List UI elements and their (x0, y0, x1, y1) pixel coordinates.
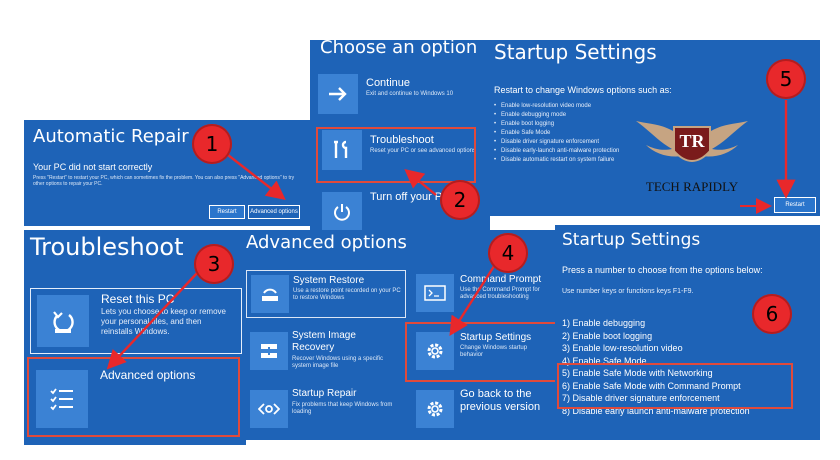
startup-options-list: Enable low-resolution video mode Enable … (494, 102, 619, 165)
step-marker-6: 6 (752, 294, 792, 334)
startup-option: 7) Disable driver signature enforcement (562, 393, 720, 403)
automatic-repair-message: Your PC did not start correctly (33, 162, 153, 172)
startup-option: 6) Enable Safe Mode with Command Prompt (562, 380, 741, 391)
power-icon (322, 192, 362, 230)
startup-restart-button[interactable]: Restart (774, 197, 816, 213)
startup-settings-hint: Use number keys or functions keys F1-F9. (562, 288, 694, 295)
list-item: Enable low-resolution video mode (494, 102, 619, 111)
troubleshoot-title: Troubleshoot (30, 233, 184, 261)
startup-settings-highlight (405, 322, 558, 382)
tile-name: Reset this PC (101, 292, 175, 306)
list-item: Enable Safe Mode (494, 129, 619, 138)
list-item: Enable boot logging (494, 120, 619, 129)
step-marker-4: 4 (488, 233, 528, 273)
troubleshoot-tile[interactable]: Troubleshoot Reset your PC or see advanc… (318, 130, 488, 170)
restore-icon (251, 275, 289, 313)
tile-desc: Use a restore point recorded on your PC … (293, 288, 401, 301)
tools-icon (322, 130, 362, 170)
repair-icon (250, 390, 288, 428)
list-item: Disable automatic restart on system fail… (494, 156, 619, 165)
wings-icon (636, 121, 748, 162)
tile-name: Startup Settings (460, 332, 532, 343)
startup-option-list: 1) Enable debugging 2) Enable boot loggi… (562, 317, 750, 417)
choose-option-screen: Choose an option Continue Exit and conti… (310, 40, 490, 230)
tile-name: System Image Recovery (292, 330, 356, 353)
command-prompt-icon (416, 274, 454, 312)
step-marker-3: 3 (194, 244, 234, 284)
advanced-options-title: Advanced options (246, 232, 407, 253)
tile-desc: Recover Windows using a specific system … (292, 356, 384, 369)
checklist-icon (36, 370, 88, 428)
startup-repair-tile[interactable]: Startup Repair Fix problems that keep Wi… (246, 386, 404, 436)
safe-mode-highlight (557, 363, 793, 409)
image-recovery-icon (250, 332, 288, 370)
go-back-tile[interactable]: Go back to the previous version (412, 386, 552, 436)
startup-option: 8) Disable early launch anti-malware pro… (562, 405, 750, 416)
step-marker-5: 5 (766, 59, 806, 99)
advanced-options-button[interactable]: Advanced options (248, 205, 300, 219)
logo-initials: TR (679, 131, 705, 151)
system-image-recovery-tile[interactable]: System Image Recovery Recover Windows us… (246, 328, 404, 378)
startup-settings-restart-screen: Startup Settings Restart to change Windo… (490, 40, 820, 216)
startup-settings-title: Startup Settings (494, 40, 657, 64)
step-marker-1: 1 (192, 124, 232, 164)
tile-name: Advanced options (100, 368, 196, 382)
reset-pc-tile[interactable]: Reset this PC Lets you choose to keep or… (30, 288, 242, 354)
list-item: Disable early-launch anti-malware protec… (494, 147, 619, 156)
gear-icon (416, 390, 454, 428)
tile-desc: Exit and continue to Windows 10 (366, 91, 454, 97)
tile-name: Command Prompt (460, 274, 542, 285)
tile-desc: Change Windows startup behavior (460, 345, 528, 358)
startup-settings-tile[interactable]: Startup Settings Change Windows startup … (412, 328, 552, 376)
automatic-repair-screen: Automatic Repair Your PC did not start c… (24, 120, 312, 226)
startup-settings-prompt: Press a number to choose from the option… (562, 265, 763, 275)
advanced-options-tile[interactable]: Advanced options (30, 364, 240, 434)
tile-name: Go back to the previous version (460, 388, 541, 413)
step-marker-2: 2 (440, 180, 480, 220)
list-item: Disable driver signature enforcement (494, 138, 619, 147)
startup-option: 1) Enable debugging (562, 318, 646, 328)
startup-option: 3) Enable low-resolution video (562, 343, 683, 353)
restart-button[interactable]: Restart (209, 205, 245, 219)
automatic-repair-title: Automatic Repair (33, 126, 189, 147)
tile-name: Startup Repair (292, 388, 357, 399)
choose-option-title: Choose an option (320, 40, 478, 58)
tile-desc: Lets you choose to keep or remove your p… (101, 307, 226, 336)
tile-desc: Fix problems that keep Windows from load… (292, 402, 393, 415)
automatic-repair-detail: Press "Restart" to restart your PC, whic… (33, 175, 295, 187)
startup-settings-options-title: Startup Settings (562, 230, 701, 250)
system-restore-tile[interactable]: System Restore Use a restore point recor… (246, 270, 406, 318)
tile-desc: Use the Command Prompt for advanced trou… (460, 287, 540, 300)
tile-name: System Restore (293, 275, 365, 286)
startup-settings-subtitle: Restart to change Windows options such a… (494, 85, 672, 95)
tile-name: Troubleshoot (370, 134, 434, 146)
advanced-options-highlight (27, 357, 240, 437)
startup-option: 2) Enable boot logging (562, 330, 653, 341)
tile-name: Continue (366, 77, 411, 89)
tile-desc: Reset your PC or see advanced options (370, 148, 477, 154)
gear-icon (416, 332, 454, 370)
troubleshoot-highlight (316, 127, 476, 183)
reset-icon (37, 295, 89, 347)
startup-option: 4) Enable Safe Mode (562, 355, 647, 366)
list-item: Enable debugging mode (494, 111, 619, 120)
continue-arrow-icon (318, 74, 358, 114)
tech-rapidly-logo: TR TECH RAPIDLY (632, 115, 752, 200)
advanced-options-screen: Advanced options System Restore Use a re… (246, 230, 555, 440)
logo-name: TECH RAPIDLY (645, 179, 739, 194)
command-prompt-tile[interactable]: Command Prompt Use the Command Prompt fo… (412, 270, 552, 316)
tile-name: Turn off your PC (370, 191, 451, 203)
startup-option: 5) Enable Safe Mode with Networking (562, 368, 713, 378)
continue-tile[interactable]: Continue Exit and continue to Windows 10 (318, 74, 488, 114)
